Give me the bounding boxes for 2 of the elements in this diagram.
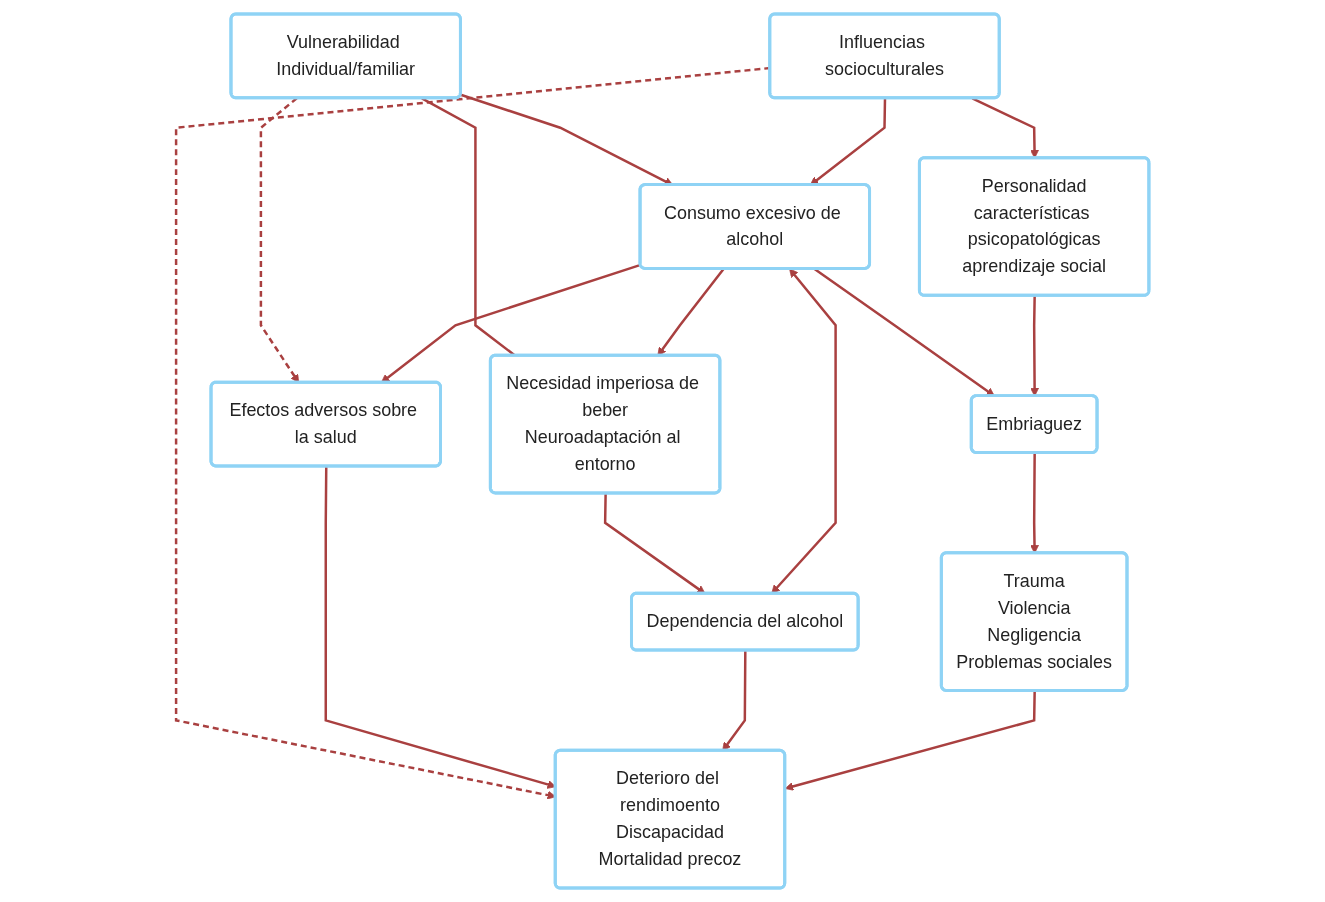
arrow bbox=[771, 268, 837, 594]
arrow bbox=[784, 690, 1036, 791]
